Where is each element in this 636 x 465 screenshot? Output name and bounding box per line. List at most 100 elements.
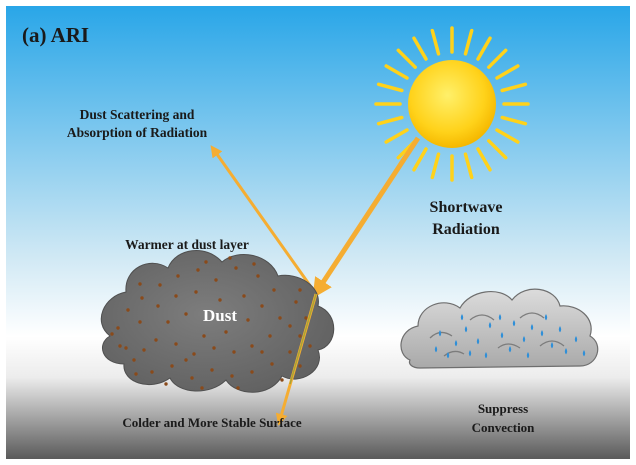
dust-particle	[174, 294, 178, 298]
dust-particle	[174, 342, 178, 346]
sun-ray	[412, 36, 428, 61]
sun-ray	[476, 36, 492, 61]
warmer-label: Warmer at dust layer	[125, 237, 249, 252]
dust-particle	[270, 362, 274, 366]
rain-drop	[476, 338, 480, 345]
sun-ray	[487, 48, 508, 69]
rain-drop	[558, 326, 562, 333]
sun-ray	[476, 147, 492, 172]
dust-particle	[124, 346, 128, 350]
dust-particle	[176, 274, 180, 278]
dust-particle	[250, 344, 254, 348]
dust-particle	[170, 364, 174, 368]
dust-particle	[184, 312, 188, 316]
dust-particle	[218, 298, 222, 302]
colder-label: Colder and More Stable Surface	[122, 415, 302, 430]
shortwave-arrow	[312, 136, 421, 299]
rain-drop	[464, 326, 468, 333]
dust-particle	[184, 358, 188, 362]
sun-ray	[384, 128, 409, 144]
dust-particle	[134, 372, 138, 376]
sun-ray	[430, 28, 441, 56]
dust-particle	[140, 296, 144, 300]
sun-ray	[500, 115, 528, 126]
rain-drop	[468, 350, 472, 357]
dust-particle	[138, 320, 142, 324]
rain-drop	[454, 340, 458, 347]
dust-particle	[154, 338, 158, 342]
sun-ray	[376, 115, 404, 126]
rain-drop	[434, 346, 438, 353]
dust-particle	[164, 382, 168, 386]
dust-particle	[202, 334, 206, 338]
dust-particle	[204, 260, 208, 264]
dust-particle	[288, 324, 292, 328]
scatter-label-line1: Dust Scattering and	[80, 107, 195, 122]
rain-drop	[544, 314, 548, 321]
dust-particle	[200, 386, 204, 390]
dust-particle	[260, 304, 264, 308]
dust-particle	[110, 332, 114, 336]
dust-particle	[232, 350, 236, 354]
dust-particles	[110, 256, 312, 390]
dust-particle	[298, 364, 302, 368]
rain-drop	[488, 322, 492, 329]
dust-particle	[116, 326, 120, 330]
panel-label: (a) ARI	[22, 23, 89, 47]
dust-particle	[260, 350, 264, 354]
rain-drop	[526, 352, 530, 359]
dust-particle	[132, 358, 136, 362]
sun-ray	[412, 147, 428, 172]
dust-particle	[228, 256, 232, 260]
dust-particle	[252, 262, 256, 266]
dust-particle	[212, 346, 216, 350]
dust-particle	[242, 294, 246, 298]
suppress-label-line2: Convection	[472, 420, 536, 435]
rain-drop	[438, 330, 442, 337]
rain-drop	[512, 320, 516, 327]
dust-particle	[150, 370, 154, 374]
rain-drop	[484, 352, 488, 359]
shortwave-label-line2: Radiation	[432, 221, 500, 238]
sun-ray	[463, 152, 474, 180]
rain-cloud	[400, 288, 599, 369]
dust-particle	[158, 283, 162, 287]
dust-particle	[250, 370, 254, 374]
dust-particle	[138, 282, 142, 286]
transmitted-arrow-shadow	[289, 293, 317, 385]
dust-particle	[118, 344, 122, 348]
dust-particle	[280, 378, 284, 382]
sun-rays	[374, 26, 530, 182]
dust-particle	[194, 290, 198, 294]
dust-particle	[288, 350, 292, 354]
rain-drops	[434, 314, 586, 359]
scatter-label-line2: Absorption of Radiation	[67, 125, 208, 140]
rain-drop	[540, 330, 544, 337]
sun-ray	[396, 48, 417, 69]
dust-particle	[298, 288, 302, 292]
dust-particle	[126, 308, 130, 312]
dust-particle	[246, 318, 250, 322]
rain-drop	[508, 346, 512, 353]
rain-drop	[500, 332, 504, 339]
dust-particle	[214, 278, 218, 282]
rain-drop	[446, 352, 450, 359]
sun-ray	[384, 64, 409, 80]
dust-particle	[268, 334, 272, 338]
sun-ray	[376, 82, 404, 93]
rain-drop	[574, 336, 578, 343]
dust-particle	[256, 274, 260, 278]
dust-particle	[304, 316, 308, 320]
dust-label: Dust	[203, 306, 237, 325]
dust-particle	[298, 334, 302, 338]
dust-particle	[190, 376, 194, 380]
dust-particle	[196, 268, 200, 272]
sun	[408, 60, 496, 148]
sky-background	[6, 6, 630, 459]
sun-ray	[430, 152, 441, 180]
dust-particle	[308, 344, 312, 348]
dust-particle	[210, 368, 214, 372]
rain-drop	[522, 336, 526, 343]
suppress-label-line1: Suppress	[478, 401, 528, 416]
shortwave-label-line1: Shortwave	[430, 199, 503, 216]
